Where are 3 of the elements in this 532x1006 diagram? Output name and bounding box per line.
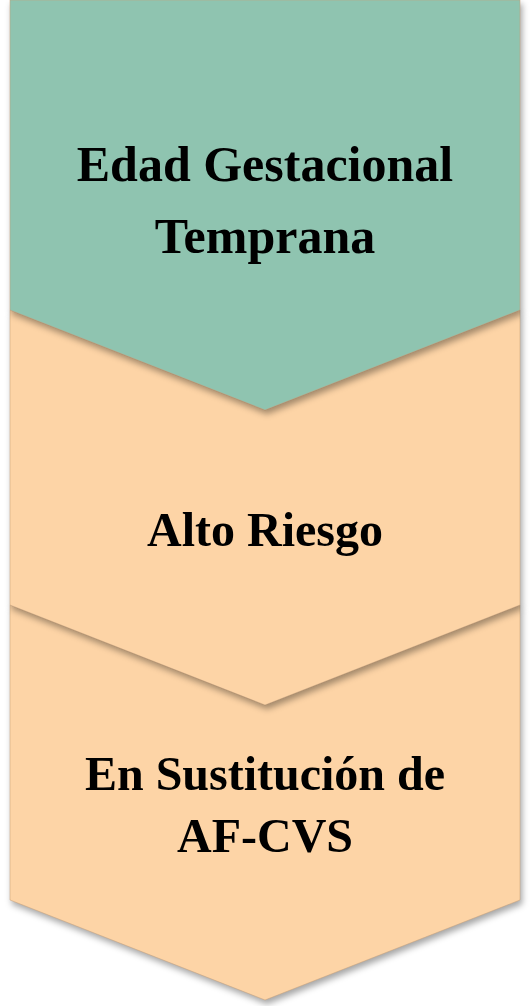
chevron-label: Alto Riesgo (146, 502, 384, 558)
chevron-label: En Sustitución de AF-CVS (83, 746, 447, 864)
chevron-label: Edad Gestacional Temprana (75, 135, 455, 266)
